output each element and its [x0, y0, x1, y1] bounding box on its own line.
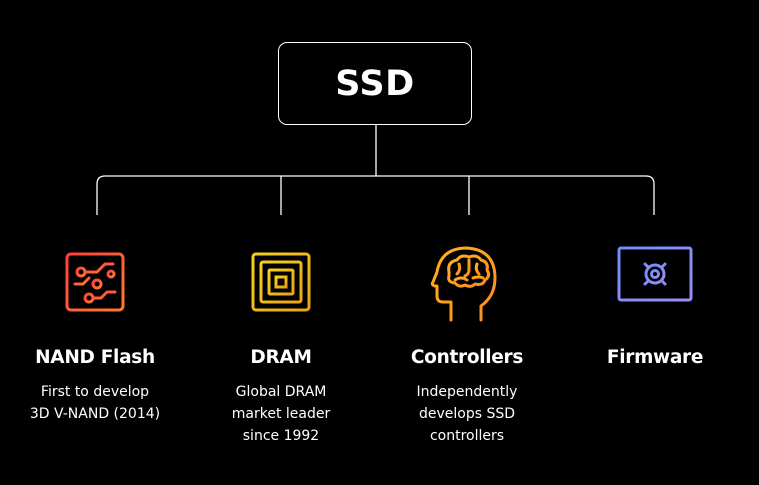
monitor-gear-icon	[617, 246, 693, 316]
node-desc-line: Global DRAM	[235, 384, 327, 400]
node-desc-line: develops SSD	[418, 406, 516, 422]
circuit-chip-icon	[55, 242, 135, 322]
root-node-ssd: SSD	[278, 42, 472, 125]
node-nand-flash	[0, 240, 190, 324]
node-desc-nand-flash: First to develop 3D V-NAND (2014)	[0, 381, 190, 425]
brain-head-icon	[430, 246, 497, 322]
node-desc-line: Independently	[416, 384, 518, 400]
node-desc-line: 3D V-NAND (2014)	[29, 406, 161, 422]
node-desc-line: controllers	[429, 428, 505, 444]
node-title-controllers: Controllers	[410, 347, 524, 368]
node-desc-controllers: Independently develops SSD controllers	[372, 381, 562, 447]
node-title-dram: DRAM	[250, 347, 312, 368]
node-firmware	[560, 240, 750, 324]
node-title-nand-flash: NAND Flash	[35, 347, 155, 368]
connector-bus	[96, 175, 655, 215]
node-desc-line: market leader	[231, 406, 331, 422]
node-desc-line: First to develop	[40, 384, 150, 400]
node-dram	[186, 240, 376, 324]
node-controllers	[372, 240, 562, 324]
node-desc-dram: Global DRAM market leader since 1992	[186, 381, 376, 447]
memory-chip-icon	[241, 242, 321, 322]
root-node-label: SSD	[335, 63, 415, 104]
node-title-firmware: Firmware	[606, 347, 704, 368]
node-desc-line: since 1992	[242, 428, 320, 444]
